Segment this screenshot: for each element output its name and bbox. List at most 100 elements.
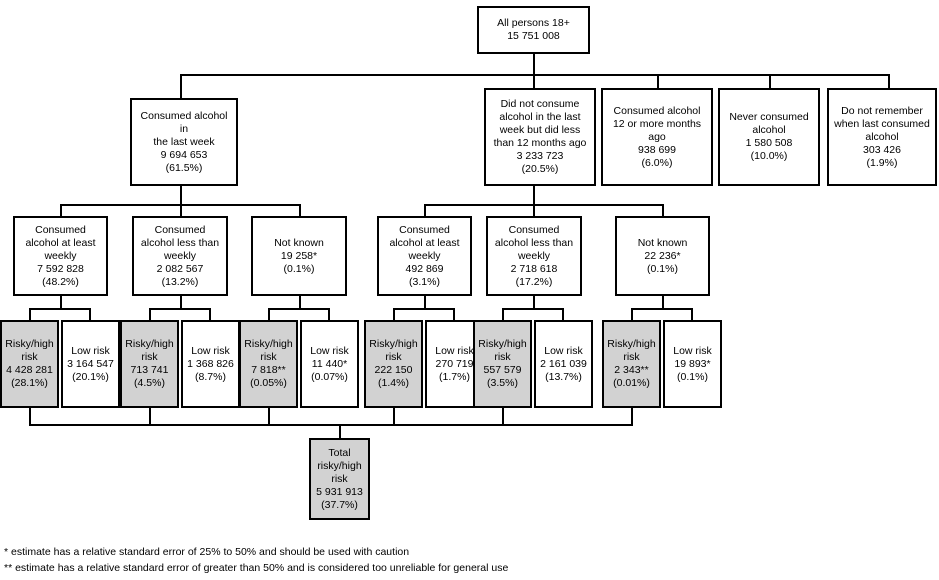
connector-level3-right-drop-1: [424, 204, 426, 216]
node-label-line-2: risk: [21, 351, 38, 363]
node-count: 3 164 547: [67, 357, 114, 370]
node-percent: (0.1%): [283, 262, 315, 275]
node-percent: (0.1%): [677, 370, 708, 383]
node-label-line-1: Low risk: [191, 344, 230, 357]
connector-pair2-down: [180, 296, 182, 310]
node-label-line-2: risk: [623, 351, 640, 363]
node-label-line-1: Low risk: [435, 344, 474, 357]
node-label-line-1: Low risk: [544, 344, 583, 357]
node-risk-1-low[interactable]: Low risk 3 164 547 (20.1%): [61, 320, 120, 408]
node-total-risky-high-risk[interactable]: Total risky/high risk 5 931 913 (37.7%): [309, 438, 370, 520]
node-count: 9 694 653: [160, 148, 208, 161]
node-percent: (0.05%): [250, 377, 287, 389]
node-risk-6-low[interactable]: Low risk 19 893* (0.1%): [663, 320, 722, 408]
node-count: 19 893*: [674, 357, 711, 370]
node-label-line-1: Total: [328, 446, 351, 459]
connector-pair3-drop-right: [328, 308, 330, 320]
node-risk-2-risky[interactable]: Risky/high risk 713 741 (4.5%): [120, 320, 179, 408]
node-percent: (3.1%): [409, 275, 440, 288]
connector-total-riser-6: [631, 408, 633, 426]
node-count: 5 931 913: [316, 485, 363, 498]
connector-pair6-drop-right: [691, 308, 693, 320]
node-label-line-4: than 12 months ago: [493, 137, 587, 149]
node-label-line-1: Risky/high: [369, 338, 418, 350]
node-label-line-1: Risky/high: [478, 338, 527, 350]
node-label-line-1: Consumed: [154, 223, 206, 236]
node-label-line-3: weekly: [163, 249, 197, 262]
node-count: 15 751 008: [507, 30, 560, 42]
node-nlw-not-known[interactable]: Not known 22 236* (0.1%): [615, 216, 710, 296]
connector-pair5-drop-right: [562, 308, 564, 320]
node-count: 557 579: [483, 364, 522, 376]
node-risk-3-risky[interactable]: Risky/high risk 7 818** (0.05%): [239, 320, 298, 408]
node-label-line-3: alcohol: [865, 130, 899, 143]
connector-pair4-drop-left: [393, 308, 395, 320]
node-never-consumed[interactable]: Never consumed alcohol 1 580 508 (10.0%): [718, 88, 820, 186]
node-percent: (4.5%): [134, 377, 165, 389]
node-label-line-1: Risky/high: [607, 338, 656, 350]
node-label-line-1: Low risk: [673, 344, 712, 357]
connector-pair3-down: [299, 296, 301, 310]
node-risk-3-low[interactable]: Low risk 11 440* (0.07%): [300, 320, 359, 408]
connector-pair1-bus: [29, 308, 91, 310]
node-risk-1-risky[interactable]: Risky/high risk 4 428 281 (28.1%): [0, 320, 59, 408]
node-label-line-1: Do not remember: [841, 104, 923, 117]
node-lw-less-than-weekly[interactable]: Consumed alcohol less than weekly 2 082 …: [132, 216, 228, 296]
connector-pair3-bus: [268, 308, 330, 310]
connector-pair2-drop-left: [149, 308, 151, 320]
connector-pair3-drop-left: [268, 308, 270, 320]
connector-total-riser-2: [149, 408, 151, 426]
node-label-line-1: Consumed alcohol: [613, 104, 701, 117]
node-risk-5-low[interactable]: Low risk 2 161 039 (13.7%): [534, 320, 593, 408]
node-count: 222 150: [374, 364, 413, 376]
connector-lw-down: [180, 186, 182, 206]
node-label-line-2: the last week: [153, 135, 215, 148]
connector-pair2-bus: [149, 308, 211, 310]
node-risk-5-risky[interactable]: Risky/high risk 557 579 (3.5%): [473, 320, 532, 408]
node-percent: (17.2%): [515, 275, 553, 288]
connector-level3-right-drop-3: [662, 204, 664, 216]
node-count: 1 580 508: [745, 137, 793, 149]
node-risk-4-risky[interactable]: Risky/high risk 222 150 (1.4%): [364, 320, 423, 408]
connector-total-bus: [29, 424, 633, 426]
node-consumed-last-week[interactable]: Consumed alcohol in the last week 9 694 …: [130, 98, 238, 186]
node-percent: (8.7%): [195, 370, 226, 383]
node-label-line-1: Never consumed: [729, 111, 809, 123]
connector-pair5-drop-left: [502, 308, 504, 320]
node-label-line-2: 12 or more months: [612, 117, 702, 130]
node-label-line-2: when last consumed: [834, 117, 930, 130]
node-lw-not-known[interactable]: Not known 19 258* (0.1%): [251, 216, 347, 296]
node-count: 1 368 826: [187, 357, 234, 370]
node-label-line-3: ago: [648, 130, 666, 143]
node-percent: (10.0%): [750, 150, 788, 162]
node-count: 22 236*: [644, 249, 681, 262]
connector-level2-drop-3: [657, 74, 659, 98]
node-count: 270 719: [435, 357, 474, 370]
node-risk-2-low[interactable]: Low risk 1 368 826 (8.7%): [181, 320, 240, 408]
node-count: 713 741: [130, 364, 169, 376]
node-label-line-2: alcohol less than: [494, 236, 574, 249]
node-do-not-remember[interactable]: Do not remember when last consumed alcoh…: [827, 88, 937, 186]
node-label-line-2: alcohol less than: [140, 236, 220, 249]
node-count: 7 818**: [251, 364, 286, 376]
node-count: 938 699: [638, 143, 676, 156]
node-nlw-at-least-weekly[interactable]: Consumed alcohol at least weekly 492 869…: [377, 216, 472, 296]
node-lw-at-least-weekly[interactable]: Consumed alcohol at least weekly 7 592 8…: [13, 216, 108, 296]
node-label-line-2: risk: [385, 351, 402, 363]
node-not-last-week-within-12-months[interactable]: Did not consume alcohol in the last week…: [484, 88, 596, 186]
node-all-persons[interactable]: All persons 18+ 15 751 008: [477, 6, 590, 54]
connector-level2-drop-4: [769, 74, 771, 98]
node-label-line-1: Not known: [637, 236, 688, 249]
node-count: 303 426: [863, 143, 901, 156]
node-percent: (0.07%): [311, 370, 348, 383]
node-label-line-1: Did not consume: [500, 98, 580, 110]
node-nlw-less-than-weekly[interactable]: Consumed alcohol less than weekly 2 718 …: [486, 216, 582, 296]
node-consumed-12-or-more-months-ago[interactable]: Consumed alcohol 12 or more months ago 9…: [601, 88, 713, 186]
node-risk-6-risky[interactable]: Risky/high risk 2 343** (0.01%): [602, 320, 661, 408]
node-label-line-1: Consumed: [399, 223, 450, 236]
node-count: 2 161 039: [540, 357, 587, 370]
node-label-line-2: alcohol: [752, 124, 786, 136]
node-percent: (28.1%): [11, 377, 48, 389]
node-label-line-2: alcohol at least: [389, 236, 460, 249]
node-percent: (0.01%): [613, 377, 650, 389]
